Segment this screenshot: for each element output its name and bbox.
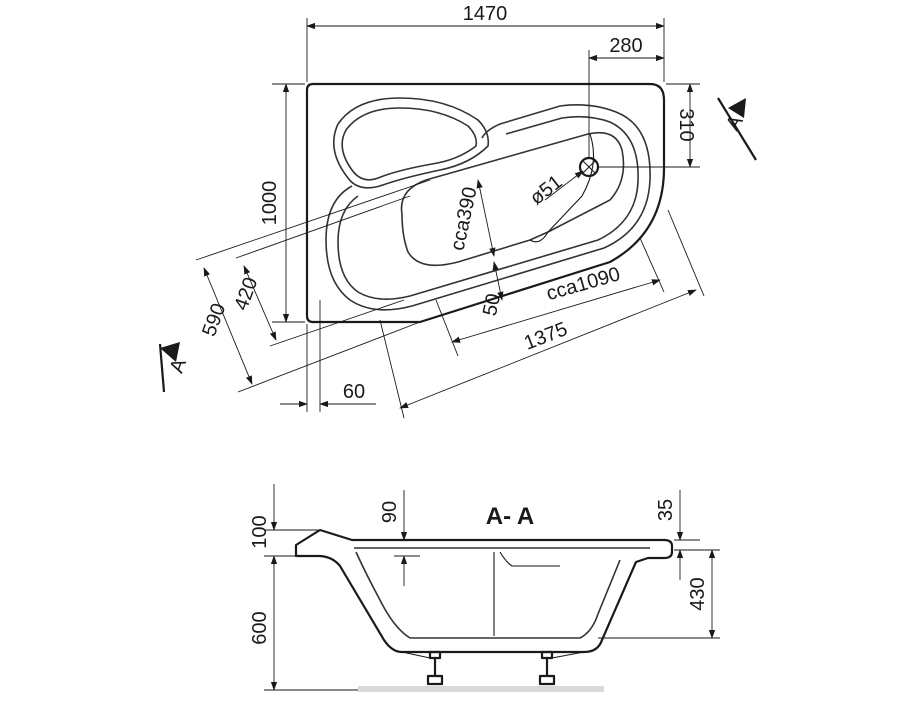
dim-rim-width: 50: [479, 292, 505, 318]
dim-outer-depth: 590: [198, 301, 230, 340]
seat-line-2: [499, 551, 560, 567]
dim-diagonal-length: 1375: [521, 318, 570, 354]
section-title: A- A: [486, 503, 534, 530]
dim-rim-height: 100: [249, 515, 271, 548]
plan-view: 1470 280 310 A 1000 ø51 cca390 50 cca109: [158, 3, 757, 419]
section-cut-line-right: [717, 97, 757, 161]
bathtub-rim-outline: [305, 82, 666, 324]
tub-inner-wall: [355, 551, 621, 639]
dim-line-inner-width: [476, 179, 496, 257]
dim-line-drain-diameter: [544, 170, 584, 201]
dim-drain-diameter: ø51: [526, 171, 567, 210]
ext-line: [235, 195, 411, 259]
ext-line: [639, 237, 665, 293]
ext-line: [379, 319, 405, 419]
ext-line: [435, 299, 459, 357]
dim-drain-offset: 310: [675, 108, 697, 141]
basin-outline: [325, 104, 651, 311]
leg-foot: [426, 674, 444, 686]
floor-step-2: [547, 133, 595, 233]
ext-line: [667, 209, 705, 297]
leg-strut: [401, 651, 431, 659]
dim-head-offset: 280: [609, 35, 642, 57]
headrest-lobe: [332, 97, 490, 189]
drain-cross-2: [582, 160, 596, 174]
dim-seat-drop: 90: [379, 501, 401, 523]
dim-inner-depth: 420: [230, 275, 262, 314]
floor-shadow: [358, 686, 604, 692]
leg-foot: [538, 674, 556, 686]
tub-shell-outline: [294, 528, 674, 654]
dim-line-diagonal-length: [399, 289, 697, 409]
dim-section-inner-depth: 430: [687, 577, 709, 610]
leg-bracket: [428, 650, 442, 660]
support-legs: [401, 650, 585, 686]
dim-line-outer-depth: [203, 267, 253, 385]
dim-edge-thickness: 35: [655, 499, 677, 521]
basin-floor: [400, 131, 625, 267]
section-arrow-icon: [728, 98, 746, 118]
ext-line: [269, 299, 405, 347]
section-cut-line-left: [158, 343, 166, 393]
dim-floor-height: 600: [249, 611, 271, 644]
dim-corner-offset: 60: [343, 381, 365, 403]
basin-inner-outline: [337, 115, 639, 300]
leg-strut: [551, 651, 585, 659]
dim-overall-width: 1000: [259, 181, 281, 226]
section-view: A- A 100 600 90: [249, 484, 720, 692]
floor-step: [529, 231, 549, 243]
dim-overall-length: 1470: [463, 3, 508, 25]
dim-inner-width: cca390: [447, 185, 482, 253]
leg-bracket: [540, 650, 554, 660]
ext-line: [195, 179, 431, 261]
ext-line: [237, 321, 421, 393]
dim-line-inner-depth: [243, 265, 277, 341]
headrest-lobe-inner: [341, 107, 478, 181]
section-marker-left: A: [166, 355, 191, 376]
section-arrow-icon: [160, 342, 180, 362]
